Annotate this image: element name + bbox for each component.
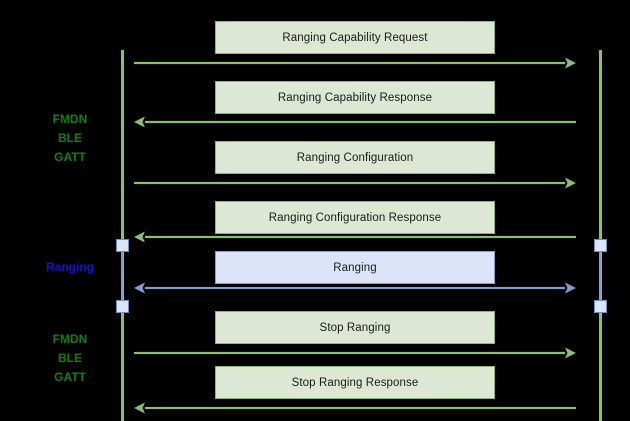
msg-ranging[interactable]: Ranging: [215, 251, 495, 284]
lifeline-right: [599, 50, 602, 421]
node-left-top: [116, 239, 129, 252]
msg-ranging-configuration[interactable]: Ranging Configuration: [215, 141, 495, 174]
msg-ranging-capability-response[interactable]: Ranging Capability Response: [215, 81, 495, 114]
arrow-stop-ranging-response: [134, 401, 576, 415]
phase-fmdn-top: FMDN BLE GATT: [52, 112, 88, 164]
phase-fmdn-bottom: FMDN BLE GATT: [52, 332, 88, 384]
lifeline-left: [121, 50, 124, 421]
msg-stop-ranging[interactable]: Stop Ranging: [215, 311, 495, 344]
ranging-connector-left: [121, 246, 123, 307]
node-right-top: [594, 239, 607, 252]
msg-ranging-configuration-response[interactable]: Ranging Configuration Response: [215, 201, 495, 234]
arrow-ranging: [134, 281, 576, 295]
ranging-connector-right: [599, 246, 601, 307]
arrow-ranging-configuration-response: [134, 230, 576, 244]
arrow-stop-ranging: [134, 346, 576, 360]
phase-ranging: Ranging: [46, 260, 94, 274]
msg-stop-ranging-response[interactable]: Stop Ranging Response: [215, 366, 495, 399]
arrow-ranging-configuration: [134, 176, 576, 190]
msg-ranging-capability-request[interactable]: Ranging Capability Request: [215, 21, 495, 54]
arrow-ranging-capability-response: [134, 115, 576, 129]
node-left-bottom: [116, 300, 129, 313]
node-right-bottom: [594, 300, 607, 313]
arrow-ranging-capability-request: [134, 56, 576, 70]
